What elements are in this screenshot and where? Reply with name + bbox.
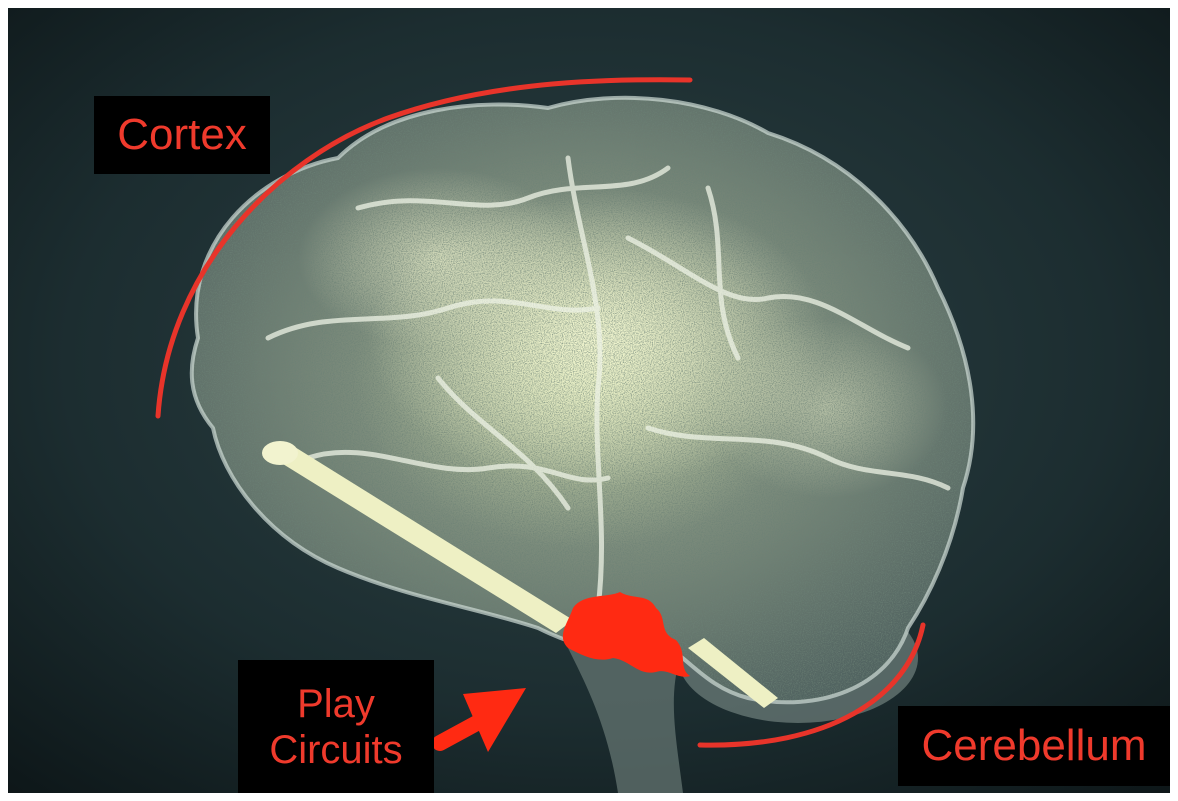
- cerebellum-label: Cerebellum: [898, 706, 1170, 786]
- brain-illustration-frame: Cortex Play Circuits Cerebellum: [8, 8, 1170, 793]
- play-circuits-label-line2: Circuits: [269, 727, 402, 773]
- cortex-label-text: Cortex: [117, 113, 247, 157]
- play-circuits-label-line1: Play: [297, 681, 375, 727]
- cerebellum-label-text: Cerebellum: [922, 724, 1147, 768]
- play-circuits-label: Play Circuits: [238, 660, 434, 793]
- cortex-label: Cortex: [94, 96, 270, 174]
